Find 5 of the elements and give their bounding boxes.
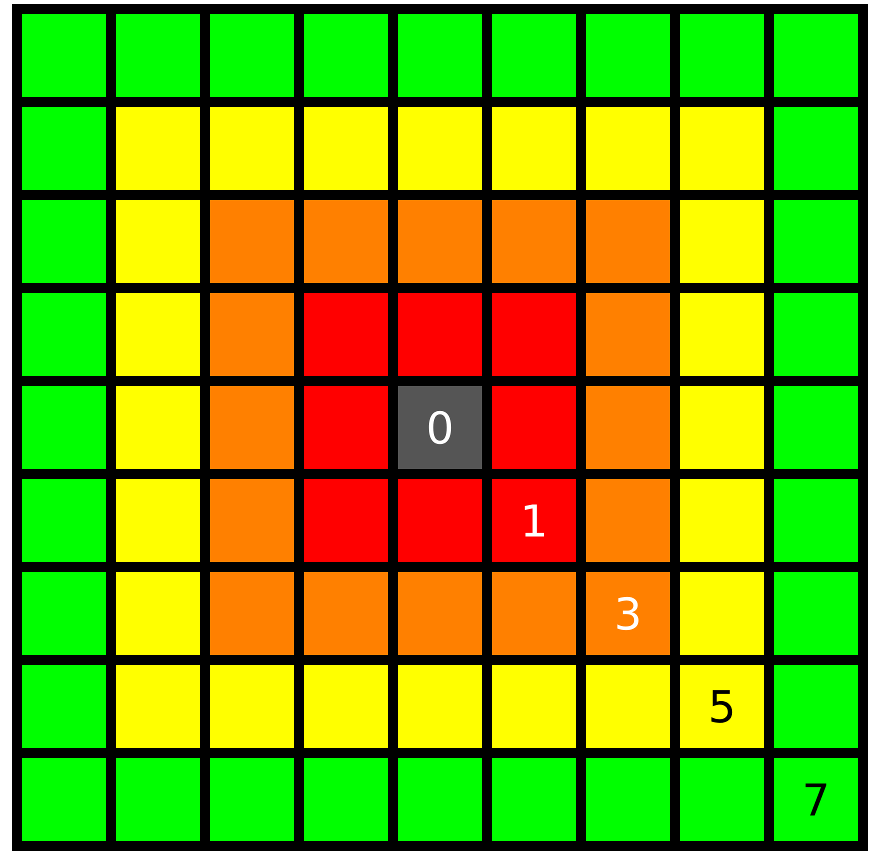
cell-number: 0: [428, 410, 452, 444]
cell-number: 1: [524, 504, 544, 537]
cell-number: 5: [711, 690, 732, 723]
cell-number: 7: [806, 783, 826, 816]
cell-number: 3: [617, 596, 638, 630]
